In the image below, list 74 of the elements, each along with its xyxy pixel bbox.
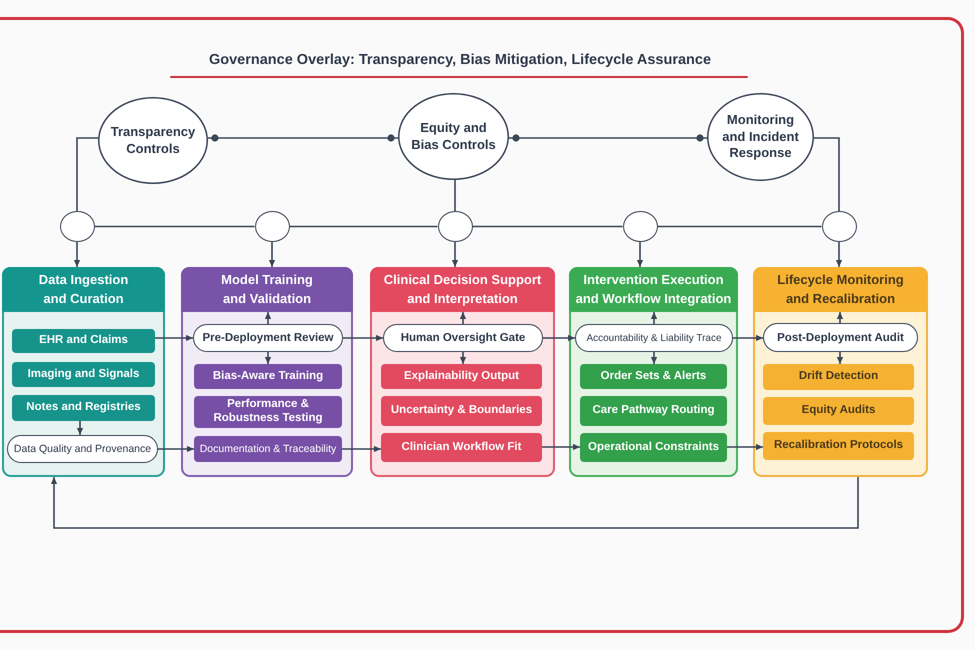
arrow xyxy=(542,444,580,450)
checkpoint-pill: Human Oversight Gate xyxy=(383,324,543,352)
arrow xyxy=(268,242,276,267)
process-step: Recalibration Protocols xyxy=(763,432,914,460)
checkpoint-pill: Accountability & Liability Trace xyxy=(575,324,733,352)
process-step: Notes and Registries xyxy=(12,395,155,421)
process-step: Care Pathway Routing xyxy=(580,396,727,426)
connector-line xyxy=(472,226,622,228)
process-step: Order Sets & Alerts xyxy=(580,364,727,389)
arrow xyxy=(50,477,859,529)
arrow xyxy=(650,352,658,364)
arrow xyxy=(836,242,842,267)
arrow xyxy=(158,446,194,452)
arrow xyxy=(836,312,844,323)
arrow xyxy=(452,242,458,267)
process-step: Explainability Output xyxy=(381,364,542,389)
checkpoint-pill: Post-Deployment Audit xyxy=(763,323,918,352)
diagram-title: Governance Overlay: Transparency, Bias Mitigation, Lifecycle Assurance xyxy=(208,52,712,68)
arrow xyxy=(650,312,658,324)
connector-line xyxy=(814,137,840,211)
process-step: Bias-Aware Training xyxy=(194,364,342,389)
stage-header: Clinical Decision Support and Interpretation xyxy=(370,267,555,312)
arrow xyxy=(543,334,575,342)
control-label: Transparency Controls xyxy=(110,124,196,158)
stage-header: Lifecycle Monitoring and Recalibration xyxy=(753,267,928,312)
connector-line xyxy=(94,226,254,228)
arrow xyxy=(342,446,381,452)
arrow xyxy=(264,312,272,324)
checkpoint-pill: Pre-Deployment Review xyxy=(193,324,343,352)
arrow xyxy=(460,352,466,364)
arrow xyxy=(76,421,84,435)
control-label: Equity and Bias Controls xyxy=(410,120,497,154)
stage-panel xyxy=(181,267,353,477)
process-step: Drift Detection xyxy=(763,364,914,390)
checkpoint-pill: Data Quality and Provenance xyxy=(7,435,158,463)
stage-panel xyxy=(2,267,165,477)
junction-circle xyxy=(822,211,856,242)
junction-circle xyxy=(60,211,94,242)
arrow xyxy=(155,334,193,342)
junction-circle xyxy=(438,211,472,242)
stage-panel xyxy=(370,267,555,477)
control-ellipse xyxy=(398,93,509,180)
connector-line xyxy=(208,134,398,142)
arrow xyxy=(460,312,466,324)
arrow xyxy=(264,352,272,364)
control-ellipse xyxy=(707,93,814,181)
process-step: Operational Constraints xyxy=(580,433,727,462)
control-ellipse xyxy=(98,97,208,184)
process-step: EHR and Claims xyxy=(12,329,155,353)
stage-panel xyxy=(569,267,738,477)
process-step: Clinician Workflow Fit xyxy=(381,433,542,462)
arrow xyxy=(733,334,763,342)
process-step: Uncertainty & Boundaries xyxy=(381,396,542,426)
connector-line xyxy=(509,134,707,142)
arrow xyxy=(727,444,763,450)
process-step: Performance & Robustness Testing xyxy=(194,396,342,428)
stage-header: Intervention Execution and Workflow Integration xyxy=(569,267,738,312)
process-step: Documentation & Traceability xyxy=(194,436,342,462)
connector-line xyxy=(76,137,98,211)
arrow xyxy=(836,352,844,364)
junction-circle xyxy=(622,211,658,242)
process-step: Equity Audits xyxy=(763,397,914,425)
process-step: Imaging and Signals xyxy=(12,362,155,387)
stage-header: Data Ingestion and Curation xyxy=(2,267,165,312)
junction-circle xyxy=(254,211,290,242)
arrow xyxy=(636,242,644,267)
connector-line xyxy=(658,226,822,228)
connector-line xyxy=(290,226,438,228)
stage-panel xyxy=(753,267,928,477)
arrow xyxy=(343,334,383,342)
connector-line xyxy=(454,180,456,211)
arrow xyxy=(74,242,80,267)
stage-header: Model Training and Validation xyxy=(181,267,353,312)
control-label: Monitoring and Incident Response xyxy=(721,112,800,162)
